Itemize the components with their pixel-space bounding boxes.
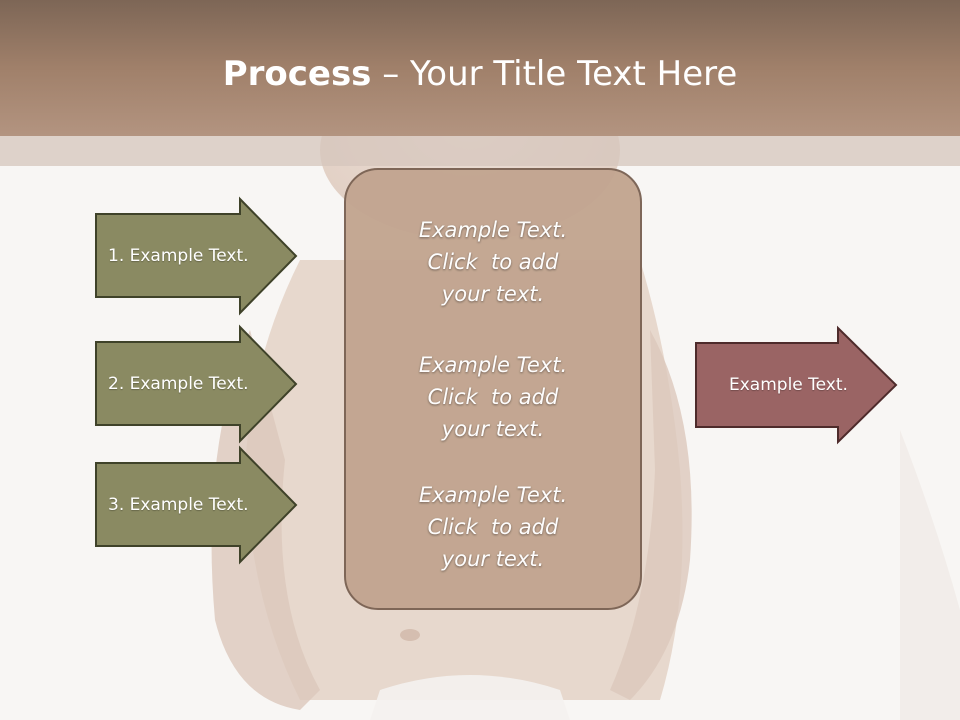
panel-line: Click to add [427,385,559,409]
panel-line: Click to add [427,250,559,274]
step-3-label: 3. Example Text. [108,495,249,515]
step-2-label: 2. Example Text. [108,374,249,394]
title-bold-text: Process [222,54,372,94]
panel-text-block-2[interactable]: Example Text. Click to add your text. [346,349,640,445]
panel-line: Example Text. [418,218,568,242]
step-2-arrow-shape[interactable] [95,324,298,444]
step-1-arrow-shape[interactable] [95,196,298,316]
panel-line: your text. [441,282,545,306]
result-label: Example Text. [729,375,848,395]
panel-line: Example Text. [418,483,568,507]
step-1-label: 1. Example Text. [108,246,249,266]
title-bar [0,0,960,136]
step-3-arrow-shape[interactable] [95,445,298,565]
title-rest-text: – Your Title Text Here [371,54,738,94]
panel-line: Click to add [427,515,559,539]
panel-line: your text. [441,547,545,571]
panel-line: your text. [441,417,545,441]
panel-text-block-3[interactable]: Example Text. Click to add your text. [346,479,640,575]
slide-title[interactable]: Process – Your Title Text Here [0,52,960,96]
title-band [0,136,960,166]
result-arrow-shape[interactable] [695,325,898,445]
panel-text-block-1[interactable]: Example Text. Click to add your text. [346,214,640,310]
panel-line: Example Text. [418,353,568,377]
center-panel[interactable]: Example Text. Click to add your text. Ex… [344,168,642,610]
